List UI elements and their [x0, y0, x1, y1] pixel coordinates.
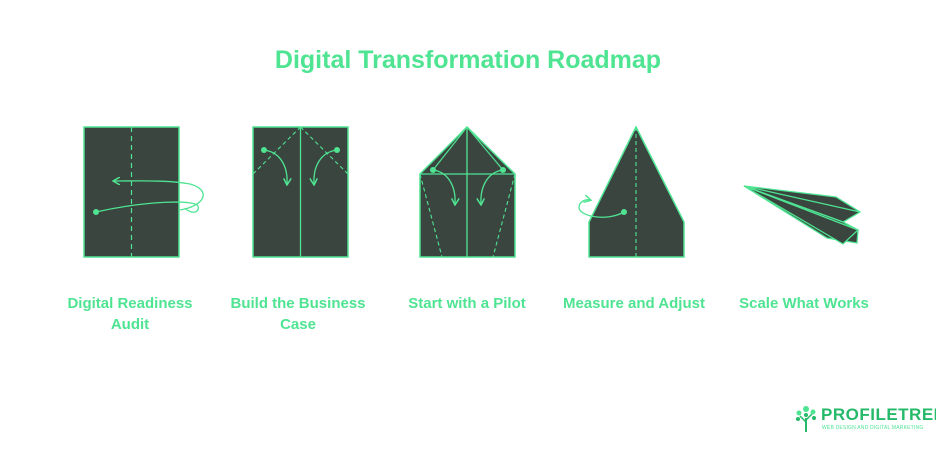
step-1-label: Digital Readiness Audit — [67, 295, 193, 333]
step-4-half-fold-illustration — [578, 125, 685, 258]
step-2-corner-fold-illustration — [252, 126, 349, 258]
step-3-label: Start with a Pilot — [408, 295, 526, 312]
step-5-paper-plane-illustration — [743, 185, 862, 245]
diagram-title: Digital Transformation Roadmap — [274, 46, 662, 74]
tree-icon — [796, 406, 816, 432]
step-2-label: Build the Business Case — [230, 295, 366, 333]
step-1-sheet-illustration — [83, 126, 204, 258]
step-5-label: Scale What Works — [739, 295, 869, 312]
step-3-house-fold-illustration — [419, 125, 516, 258]
brand-tagline: WEB DESIGN AND DIGITAL MARKETING — [822, 425, 924, 431]
step-4-label: Measure and Adjust — [563, 295, 705, 312]
brand-name: PROFILETREE — [821, 405, 936, 424]
profiletree-logo: PROFILETREE WEB DESIGN AND DIGITAL MARKE… — [794, 404, 936, 434]
